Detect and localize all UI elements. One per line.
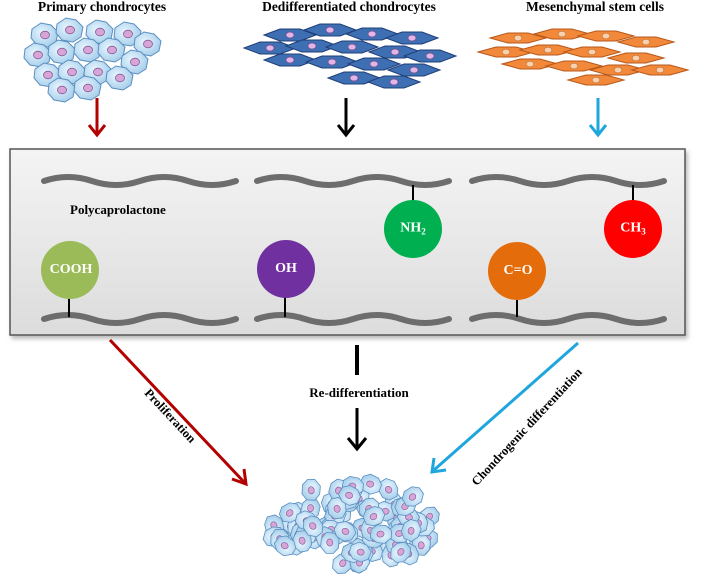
source-label-msc: Mesenchymal stem cells <box>526 0 664 14</box>
arrow-chondrogenic <box>430 341 579 474</box>
group-label-ch3: CH3 <box>620 220 646 237</box>
cartilage-aggregate-illustration <box>258 471 444 579</box>
ch3-group-circle <box>604 200 662 258</box>
polymer-label: Polycaprolactone <box>70 202 166 217</box>
dedifferentiated-chondrocytes-illustration <box>243 23 457 89</box>
aggregate-cell <box>299 477 323 503</box>
source-label-primary: Primary chondrocytes <box>37 0 167 14</box>
arrow-proliferation <box>108 338 248 487</box>
oh-group-circle <box>257 240 315 298</box>
group-label-oh: OH <box>275 261 297 276</box>
arrow-redifferentiation <box>346 345 368 452</box>
nh2-group-circle <box>384 200 442 258</box>
source-label-dedifferentiated: Dedifferentiated chondrocytes <box>262 0 436 14</box>
arrow-dedifferentiated-down <box>336 98 356 138</box>
group-label-cooh: COOH <box>49 262 93 277</box>
arrow-msc-down <box>588 98 608 138</box>
primary-chondrocytes-illustration <box>23 17 162 103</box>
mesenchymal-stem-cells-illustration <box>477 28 689 86</box>
polymer-chains <box>41 174 667 326</box>
co-group-circle <box>488 242 546 300</box>
group-label-co: C=O <box>503 263 533 278</box>
group-label-nh2: NH2 <box>400 220 426 237</box>
outcome-label-center: Re-differentiation <box>309 385 409 400</box>
cooh-group-circle <box>41 241 99 299</box>
arrow-primary-down <box>87 98 107 138</box>
